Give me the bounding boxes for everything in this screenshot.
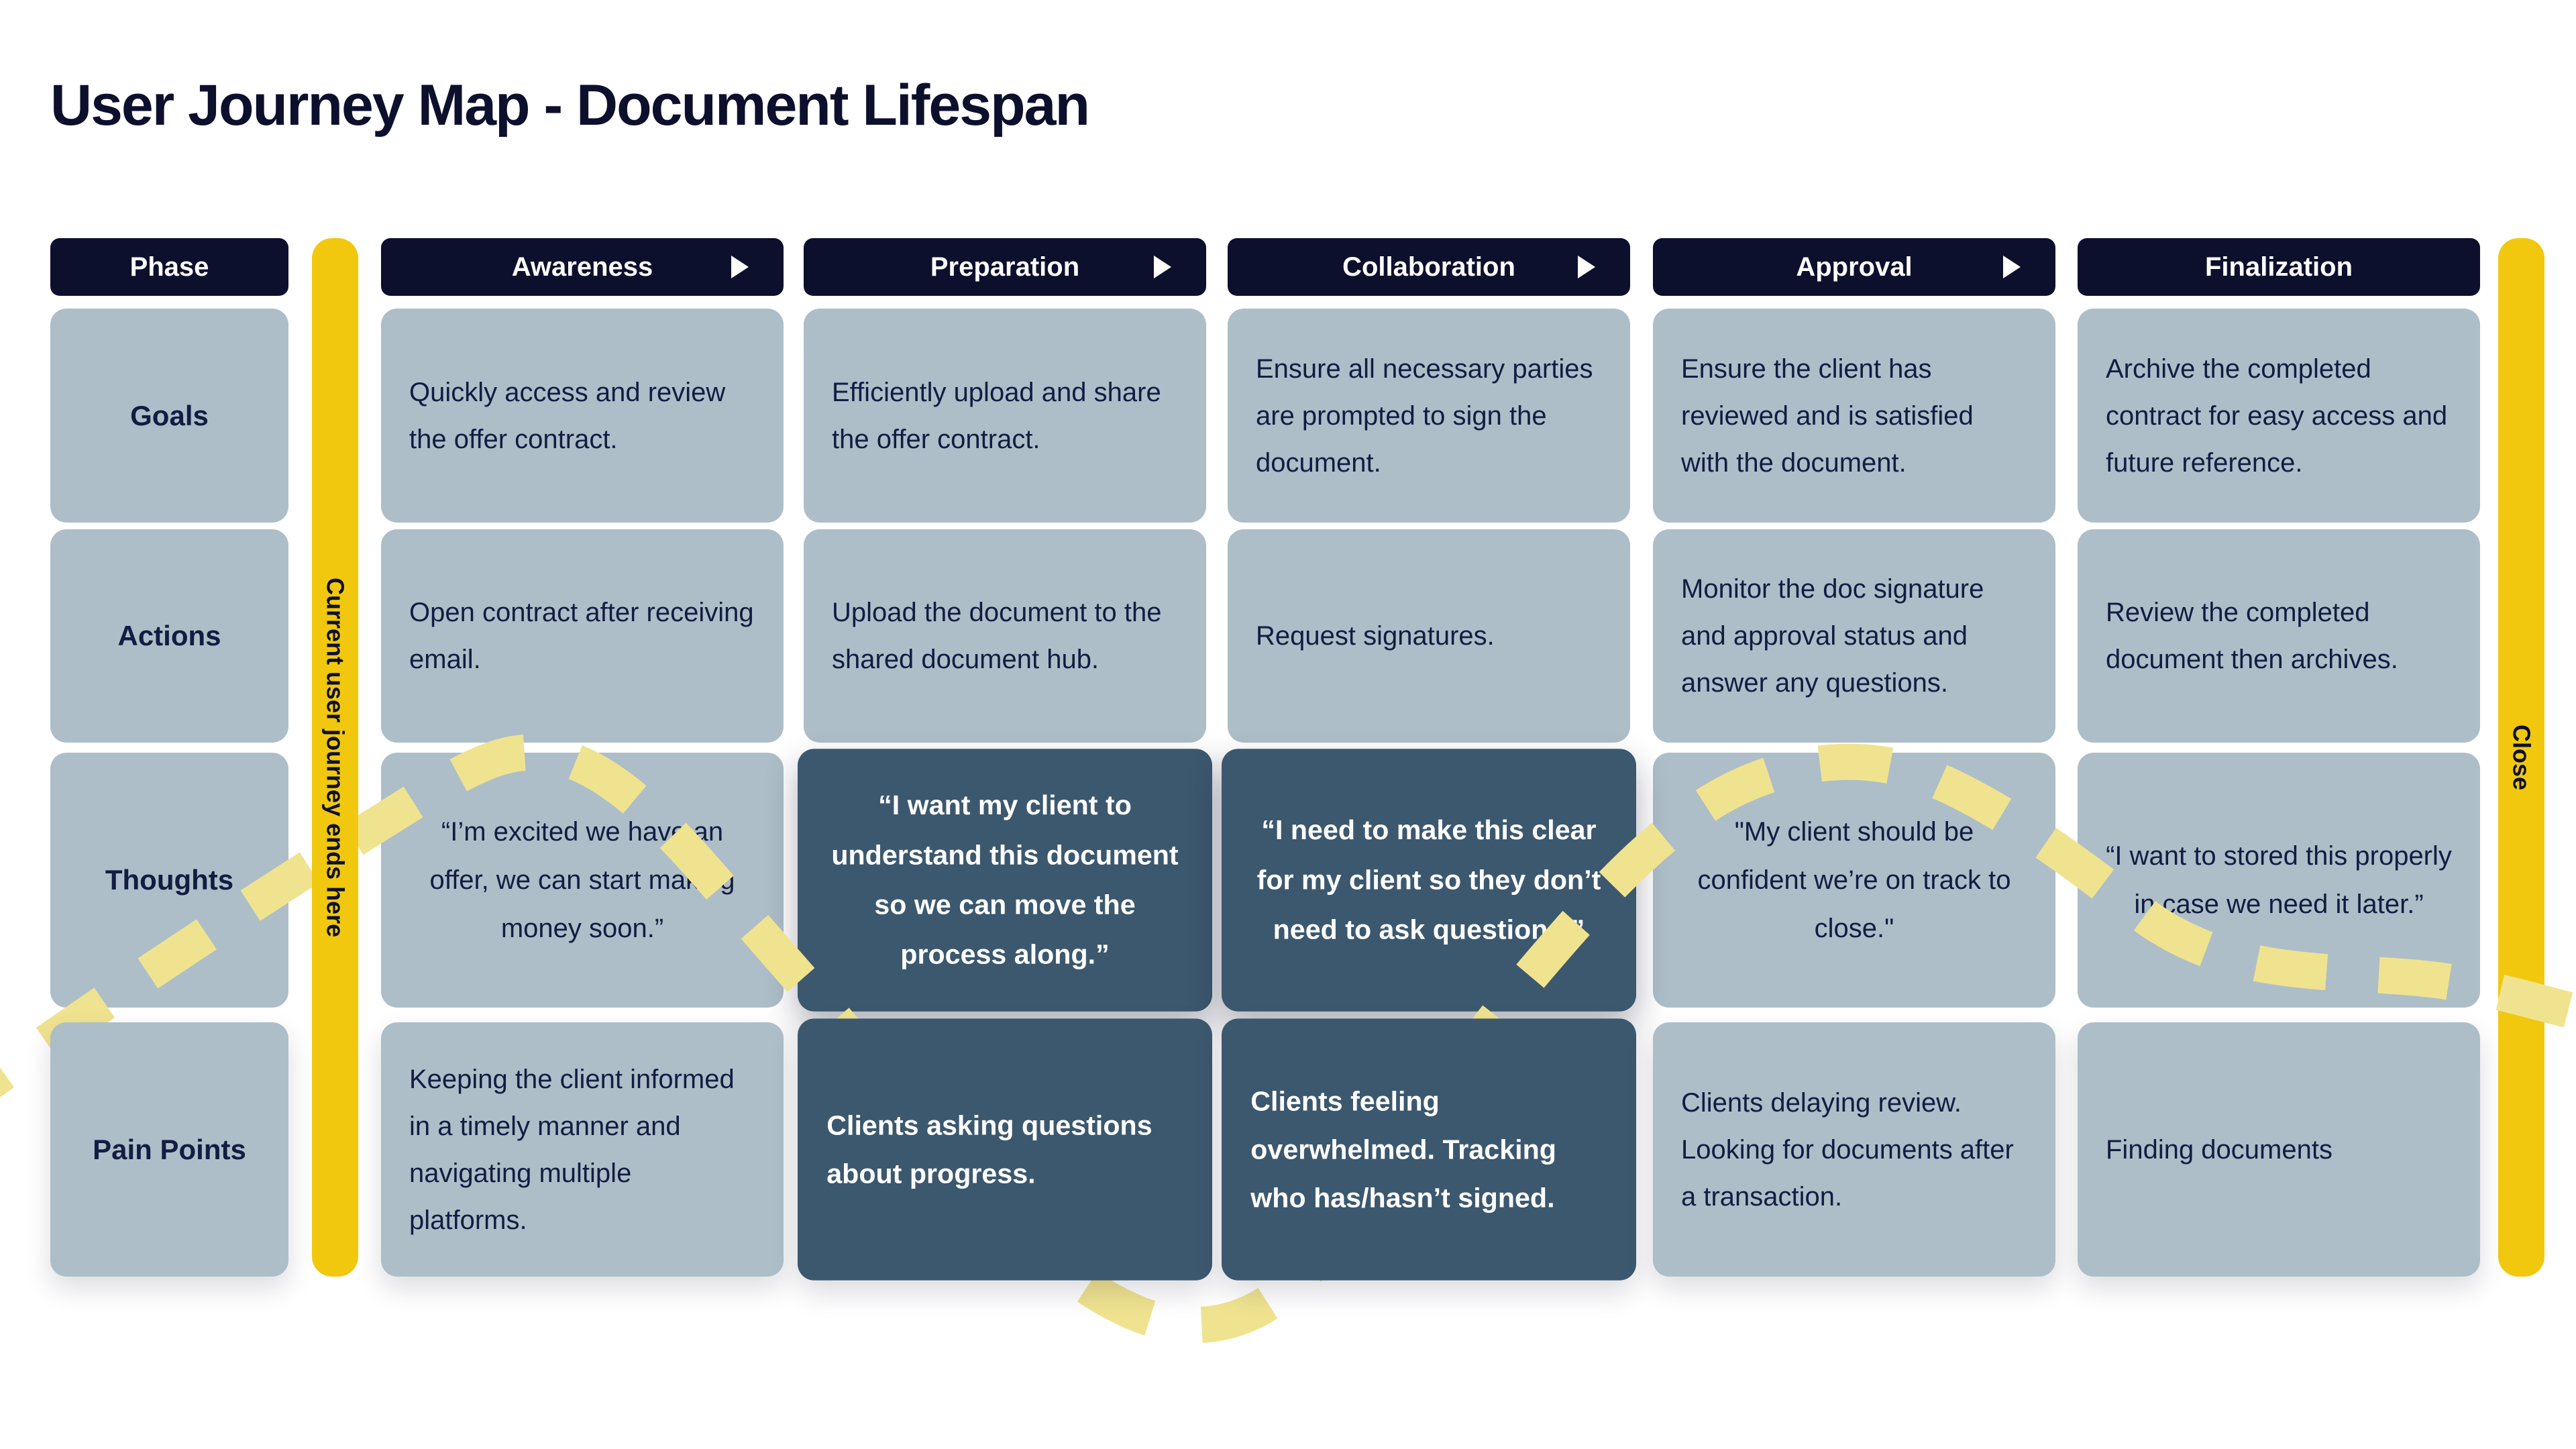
ribbon-label: Current user journey ends here (321, 577, 350, 938)
stage-label: Approval (1796, 252, 1913, 282)
pain-approval-card: Clients delaying review. Looking for doc… (1653, 1022, 2055, 1277)
stage-label: Awareness (511, 252, 653, 282)
play-arrow-icon (1154, 256, 1171, 278)
stage-button-approval[interactable]: Approval (1653, 238, 2055, 296)
page-title: User Journey Map - Document Lifespan (50, 73, 1090, 138)
goals-collaboration-card: Ensure all necessary parties are prompte… (1228, 309, 1630, 523)
ribbon-label: Close (2508, 724, 2536, 791)
play-arrow-icon (1578, 256, 1595, 278)
play-arrow-icon (731, 256, 749, 278)
close-ribbon: Close (2498, 238, 2544, 1277)
header-phase: Phase (50, 238, 288, 296)
stage-button-collaboration[interactable]: Collaboration (1228, 238, 1630, 296)
actions-approval-card: Monitor the doc signature and approval s… (1653, 529, 2055, 743)
goals-preparation-card: Efficiently upload and share the offer c… (804, 309, 1206, 523)
actions-awareness-card: Open contract after receiving email. (381, 529, 784, 743)
pain-collaboration-card: Clients feeling overwhelmed. Tracking wh… (1222, 1018, 1636, 1281)
stage-button-finalization: Finalization (2078, 238, 2480, 296)
play-arrow-icon (2003, 256, 2021, 278)
stage-button-awareness[interactable]: Awareness (381, 238, 784, 296)
pain-awareness-card: Keeping the client informed in a timely … (381, 1022, 784, 1277)
current-journey-end-ribbon: Current user journey ends here (312, 238, 358, 1277)
pain-finalization-card: Finding documents (2078, 1022, 2480, 1277)
thoughts-collaboration-card: “I need to make this clear for my client… (1222, 749, 1636, 1012)
stage-label: Finalization (2205, 252, 2353, 282)
stage-label: Preparation (930, 252, 1080, 282)
row-label-thoughts: Thoughts (50, 753, 288, 1008)
goals-awareness-card: Quickly access and review the offer cont… (381, 309, 784, 523)
header-phase-label: Phase (129, 252, 209, 282)
row-label-goals: Goals (50, 309, 288, 523)
thoughts-awareness-card: “I’m excited we have an offer, we can st… (381, 753, 784, 1008)
actions-collaboration-card: Request signatures. (1228, 529, 1630, 743)
thoughts-approval-card: "My client should be confident we’re on … (1653, 753, 2055, 1008)
pain-preparation-card: Clients asking questions about progress. (798, 1018, 1212, 1281)
actions-finalization-card: Review the completed document then archi… (2078, 529, 2480, 743)
thoughts-finalization-card: “I want to stored this properly in case … (2078, 753, 2480, 1008)
stage-label: Collaboration (1342, 252, 1515, 282)
goals-finalization-card: Archive the completed contract for easy … (2078, 309, 2480, 523)
actions-preparation-card: Upload the document to the shared docume… (804, 529, 1206, 743)
stage-button-preparation[interactable]: Preparation (804, 238, 1206, 296)
goals-approval-card: Ensure the client has reviewed and is sa… (1653, 309, 2055, 523)
row-label-pain-points: Pain Points (50, 1022, 288, 1277)
thoughts-preparation-card: “I want my client to understand this doc… (798, 749, 1212, 1012)
row-label-actions: Actions (50, 529, 288, 743)
